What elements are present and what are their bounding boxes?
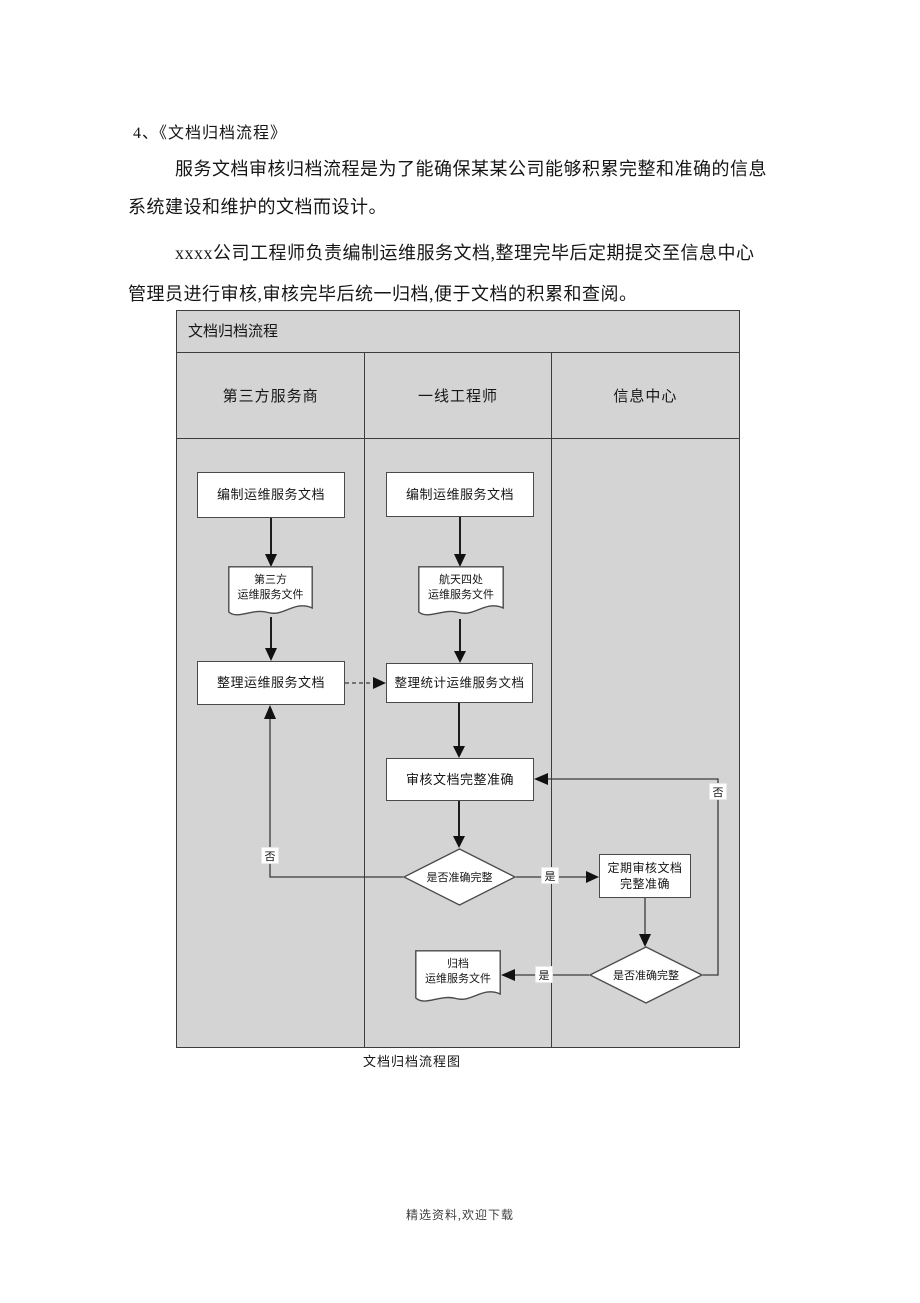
flowchart-archiving-process: 文档归档流程 第三方服务商 一线工程师 信息中心 bbox=[176, 310, 740, 1048]
paragraph1-line1: 服务文档审核归档流程是为了能确保某某公司能够积累完整和准确的信息 bbox=[175, 159, 767, 179]
periodic-review-line1: 定期审核文档 bbox=[607, 861, 683, 875]
process-compile-doc-vendor: 编制运维服务文档 bbox=[197, 472, 345, 518]
page-footer: 精选资料,欢迎下载 bbox=[405, 1208, 514, 1222]
flowchart-title: 文档归档流程 bbox=[177, 311, 739, 353]
section-heading: 4、《文档归档流程》 bbox=[133, 125, 288, 142]
figure-caption: 文档归档流程图 bbox=[363, 1054, 462, 1069]
document-shape-engineer-file: 航天四处 运维服务文件 bbox=[418, 566, 504, 619]
paragraph1-line2: 系统建设和维护的文档而设计。 bbox=[128, 197, 387, 217]
decision2-label: 是否准确完整 bbox=[613, 970, 679, 982]
document-shape-archive-file: 归档 运维服务文件 bbox=[415, 950, 501, 1006]
document-shape-vendor-file: 第三方 运维服务文件 bbox=[228, 566, 313, 619]
process-periodic-review: 定期审核文档 完整准确 bbox=[599, 854, 691, 898]
engineer-file-line1: 航天四处 bbox=[439, 574, 483, 586]
archive-file-line1: 归档 bbox=[447, 958, 469, 970]
lane-header-frontline-engineer: 一线工程师 bbox=[417, 389, 498, 405]
lane-header-info-center: 信息中心 bbox=[613, 389, 678, 405]
branch-label-yes-2: 是 bbox=[535, 966, 553, 983]
branch-label-yes-1: 是 bbox=[541, 867, 559, 884]
process-review-doc: 审核文档完整准确 bbox=[386, 758, 534, 801]
decision-accurate-complete-2: 是否准确完整 bbox=[589, 946, 703, 1004]
periodic-review-line2: 完整准确 bbox=[619, 877, 670, 891]
process-compile-doc-engineer: 编制运维服务文档 bbox=[386, 472, 534, 517]
decision-accurate-complete-1: 是否准确完整 bbox=[403, 848, 516, 906]
process-organize-doc-vendor: 整理运维服务文档 bbox=[197, 661, 345, 705]
vendor-file-line2: 运维服务文件 bbox=[237, 589, 304, 601]
branch-label-no-1: 否 bbox=[261, 847, 279, 864]
paragraph2-line2: 管理员进行审核,审核完毕后统一归档,便于文档的积累和查阅。 bbox=[128, 284, 638, 304]
archive-file-line2: 运维服务文件 bbox=[425, 973, 491, 985]
lane-divider-2 bbox=[551, 353, 552, 1047]
process-organize-stats-doc: 整理统计运维服务文档 bbox=[386, 663, 533, 703]
swimlane-header-row: 第三方服务商 一线工程师 信息中心 bbox=[177, 353, 739, 439]
lane-divider-1 bbox=[364, 353, 365, 1047]
decision1-label: 是否准确完整 bbox=[426, 872, 493, 884]
branch-label-no-2: 否 bbox=[709, 783, 727, 800]
engineer-file-line2: 运维服务文件 bbox=[428, 589, 494, 601]
lane-header-third-party: 第三方服务商 bbox=[222, 389, 319, 405]
vendor-file-line1: 第三方 bbox=[254, 574, 287, 586]
paragraph2-line1: xxxx公司工程师负责编制运维服务文档,整理完毕后定期提交至信息中心 bbox=[175, 243, 755, 263]
